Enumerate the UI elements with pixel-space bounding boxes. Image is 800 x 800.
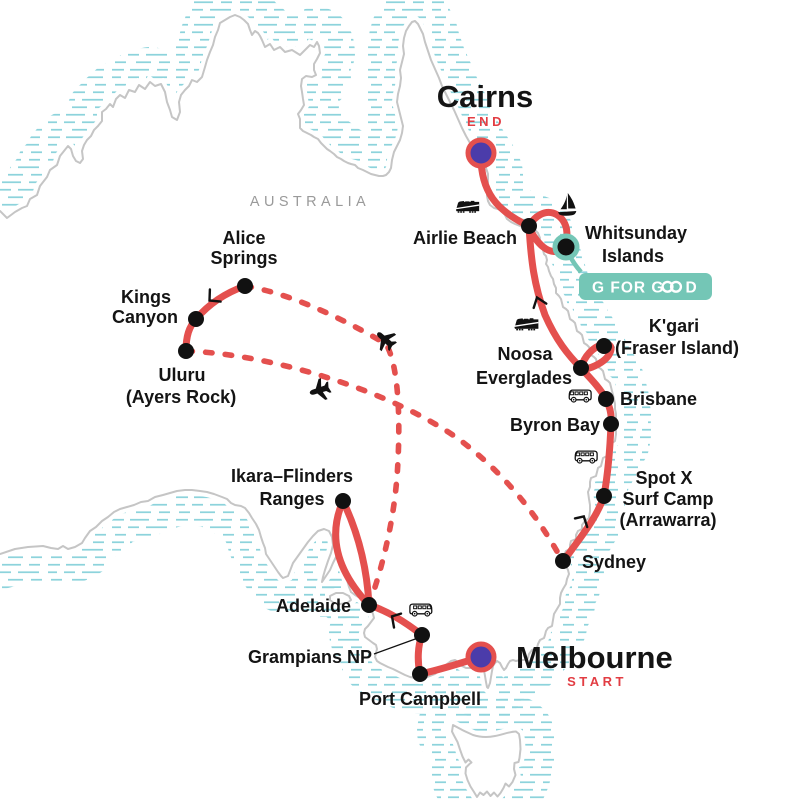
- svg-text:Byron Bay: Byron Bay: [510, 415, 600, 435]
- svg-text:Spot X: Spot X: [636, 468, 693, 488]
- svg-text:Sydney: Sydney: [582, 552, 646, 572]
- svg-text:G FOR G: G FOR G: [592, 280, 664, 297]
- svg-text:(Fraser Island): (Fraser Island): [615, 338, 739, 358]
- svg-text:Canyon: Canyon: [112, 307, 178, 327]
- svg-text:Grampians NP: Grampians NP: [248, 647, 372, 667]
- svg-text:Surf Camp: Surf Camp: [622, 489, 713, 509]
- svg-text:Ranges: Ranges: [259, 489, 324, 509]
- svg-text:Whitsunday: Whitsunday: [585, 223, 687, 243]
- svg-text:(Arrawarra): (Arrawarra): [619, 510, 716, 530]
- svg-text:Brisbane: Brisbane: [620, 389, 697, 409]
- svg-text:END: END: [467, 114, 505, 129]
- svg-text:Port Campbell: Port Campbell: [359, 689, 481, 709]
- svg-text:Cairns: Cairns: [437, 79, 533, 114]
- svg-text:Airlie Beach: Airlie Beach: [413, 228, 517, 248]
- svg-text:Everglades: Everglades: [476, 368, 572, 388]
- svg-text:Alice: Alice: [222, 228, 265, 248]
- svg-text:START: START: [567, 674, 627, 689]
- svg-text:D: D: [686, 280, 698, 297]
- svg-text:AUSTRALIA: AUSTRALIA: [250, 194, 370, 210]
- svg-text:Springs: Springs: [210, 248, 277, 268]
- svg-text:Ikara–Flinders: Ikara–Flinders: [231, 466, 353, 486]
- svg-text:(Ayers Rock): (Ayers Rock): [126, 387, 236, 407]
- svg-text:K'gari: K'gari: [649, 316, 699, 336]
- svg-text:Kings: Kings: [121, 287, 171, 307]
- svg-text:Adelaide: Adelaide: [276, 596, 351, 616]
- svg-text:Melbourne: Melbourne: [516, 640, 673, 675]
- svg-text:Uluru: Uluru: [159, 365, 206, 385]
- svg-text:Islands: Islands: [602, 246, 664, 266]
- svg-text:Noosa: Noosa: [497, 344, 553, 364]
